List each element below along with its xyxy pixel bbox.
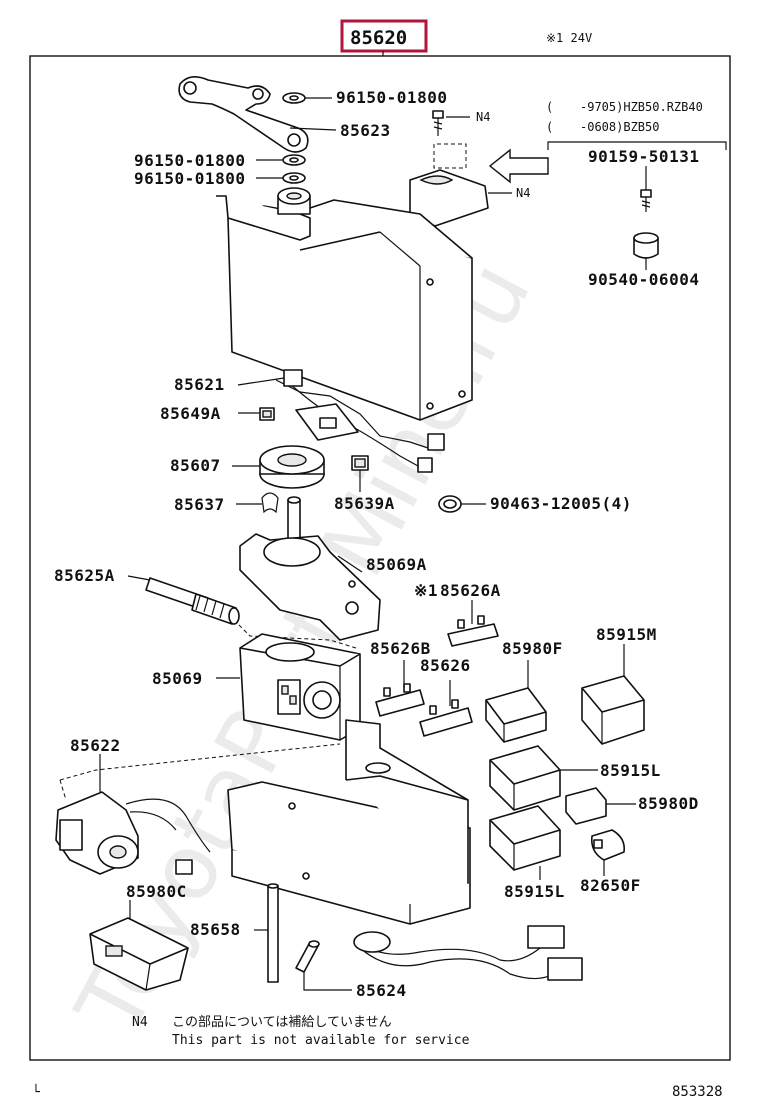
label-85980C[interactable]: 85980C	[126, 882, 187, 901]
washer-96150-low[interactable]	[282, 172, 306, 184]
label-90463-12005[interactable]: 90463-12005(4)	[490, 494, 632, 513]
relay-85980D[interactable]	[565, 787, 607, 825]
label-96150-01800-top[interactable]: 96150-01800	[336, 88, 447, 107]
label-85980D[interactable]: 85980D	[638, 794, 699, 813]
module-85980C[interactable]	[89, 917, 189, 991]
connector-85626B[interactable]	[375, 683, 425, 717]
washer-96150-top[interactable]	[282, 92, 306, 104]
rod-85658[interactable]	[267, 883, 279, 983]
label-85980F[interactable]: 85980F	[502, 639, 563, 658]
harness-85621[interactable]	[275, 369, 445, 473]
washer-96150-mid[interactable]	[282, 154, 306, 166]
leader-lines	[99, 97, 636, 991]
label-85626A-mark: ※1	[414, 581, 438, 600]
bracket-85069A[interactable]	[239, 496, 381, 641]
title-part-number-box[interactable]: 85620	[340, 19, 428, 53]
label-85626[interactable]: 85626	[420, 656, 471, 675]
worm-bolt-85625A[interactable]	[145, 577, 240, 625]
label-85622[interactable]: 85622	[70, 736, 121, 755]
housing-85069[interactable]	[239, 633, 361, 741]
footnote-japanese: この部品については補給していません	[172, 1015, 392, 1030]
motor-85622[interactable]	[55, 791, 211, 875]
label-85626A[interactable]: 85626A	[440, 581, 501, 600]
diagram-frame	[29, 55, 731, 1061]
buzzer-82650F[interactable]	[590, 829, 626, 861]
corner-mark: └	[32, 1083, 40, 1100]
label-85623[interactable]: 85623	[340, 121, 391, 140]
n4-label-cover: N4	[516, 186, 530, 200]
relay-85915L-lower[interactable]	[489, 805, 561, 871]
label-85915L-upper[interactable]: 85915L	[600, 761, 661, 780]
model-note-open-2: (	[546, 120, 553, 134]
relay-85980F[interactable]	[485, 687, 547, 743]
arrow-left-icon	[488, 148, 549, 184]
label-96150-01800-low[interactable]: 96150-01800	[134, 169, 245, 188]
label-85621[interactable]: 85621	[174, 375, 225, 394]
cap-90540[interactable]	[633, 232, 659, 259]
model-note-line-2: -0608)BZB50	[580, 120, 659, 134]
connector-85626A[interactable]	[447, 615, 499, 647]
label-85624[interactable]: 85624	[356, 981, 407, 1000]
voltage-note: ※1 24V	[546, 31, 592, 45]
label-90540-06004[interactable]: 90540-06004	[588, 270, 699, 289]
connector-85626[interactable]	[419, 699, 473, 737]
label-85915L-lower[interactable]: 85915L	[504, 882, 565, 901]
hose-clamp-90463[interactable]	[438, 495, 462, 513]
gear-85607[interactable]	[259, 445, 325, 489]
label-85069A[interactable]: 85069A	[366, 555, 427, 574]
footnote-marker: N4	[132, 1015, 148, 1030]
model-note-open-1: (	[546, 100, 553, 114]
n4-label-bolt: N4	[476, 110, 490, 124]
relay-85915L-upper[interactable]	[489, 745, 561, 811]
label-85658[interactable]: 85658	[190, 920, 241, 939]
title-part-number: 85620	[350, 27, 407, 49]
model-note-line-1: -9705)HZB50.RZB40	[580, 100, 703, 114]
label-85626B[interactable]: 85626B	[370, 639, 431, 658]
bolt-n4[interactable]	[432, 110, 444, 136]
clip-85649A[interactable]	[259, 407, 275, 421]
relay-85915M[interactable]	[581, 675, 645, 745]
bolt-90159[interactable]	[640, 189, 652, 212]
label-85639A[interactable]: 85639A	[334, 494, 395, 513]
label-96150-01800-mid[interactable]: 96150-01800	[134, 151, 245, 170]
harness-lower[interactable]	[353, 925, 583, 981]
label-85915M[interactable]: 85915M	[596, 625, 657, 644]
label-82650F[interactable]: 82650F	[580, 876, 641, 895]
pin-85624[interactable]	[295, 940, 320, 973]
label-85607[interactable]: 85607	[170, 456, 221, 475]
label-90159-50131[interactable]: 90159-50131	[588, 147, 699, 166]
clip-85639A[interactable]	[351, 455, 369, 471]
label-85649A[interactable]: 85649A	[160, 404, 221, 423]
label-85625A[interactable]: 85625A	[54, 566, 115, 585]
base-tray[interactable]	[227, 719, 471, 925]
footnote-english: This part is not available for service	[172, 1033, 470, 1048]
figure-number: 853328	[672, 1084, 723, 1100]
label-85637[interactable]: 85637	[174, 495, 225, 514]
lever-arm-85623[interactable]	[178, 76, 309, 153]
label-85069[interactable]: 85069	[152, 669, 203, 688]
spring-clip-85637[interactable]	[261, 492, 279, 514]
